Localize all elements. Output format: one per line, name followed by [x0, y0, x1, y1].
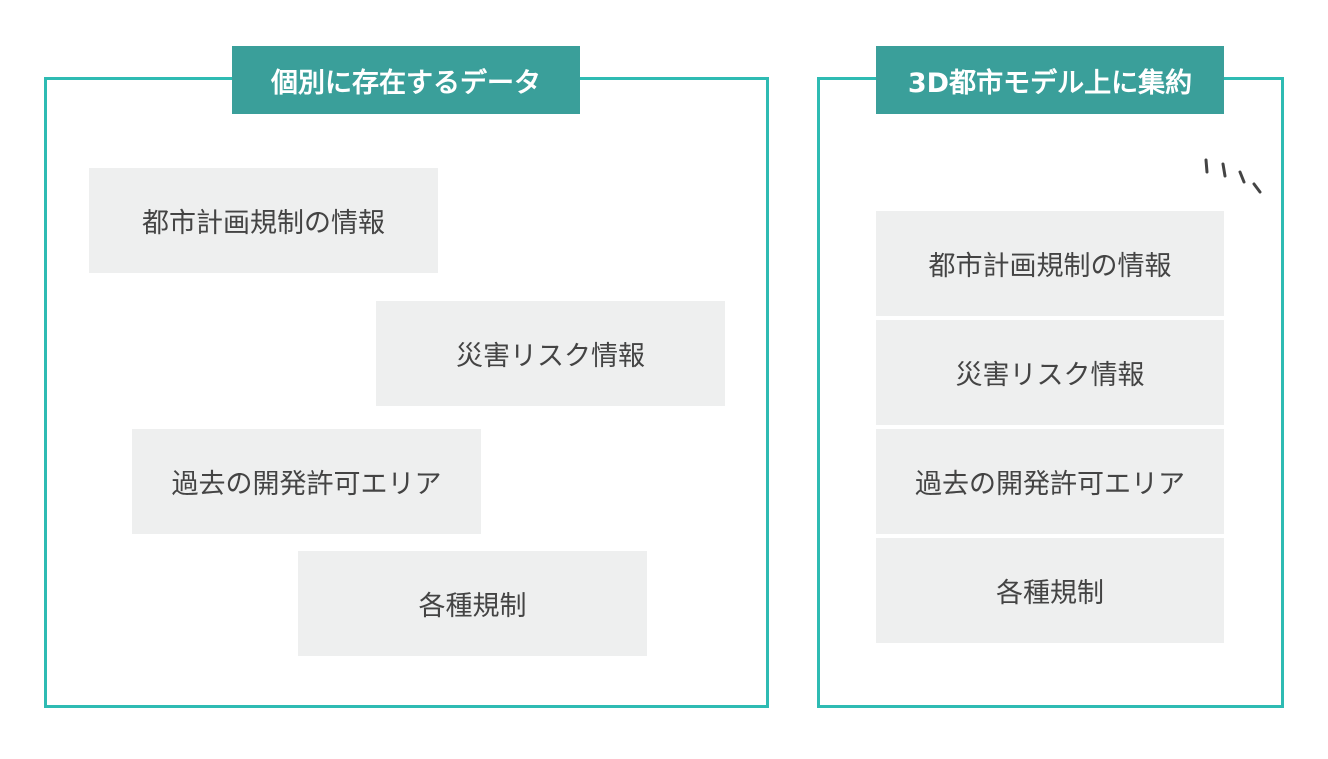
- right-card-item: 都市計画規制の情報: [876, 211, 1224, 316]
- right-card-item: 各種規制: [876, 538, 1224, 643]
- left-panel-title: 個別に存在するデータ: [232, 46, 580, 114]
- emphasis-lines-icon: [1204, 158, 1262, 194]
- right-panel-title: 3D都市モデル上に集約: [876, 46, 1224, 114]
- left-card-item: 災害リスク情報: [376, 301, 725, 406]
- left-card-item: 都市計画規制の情報: [89, 168, 438, 273]
- right-card-item: 災害リスク情報: [876, 320, 1224, 425]
- left-card-item: 各種規制: [298, 551, 647, 656]
- left-card-item: 過去の開発許可エリア: [132, 429, 481, 534]
- right-card-item: 過去の開発許可エリア: [876, 429, 1224, 534]
